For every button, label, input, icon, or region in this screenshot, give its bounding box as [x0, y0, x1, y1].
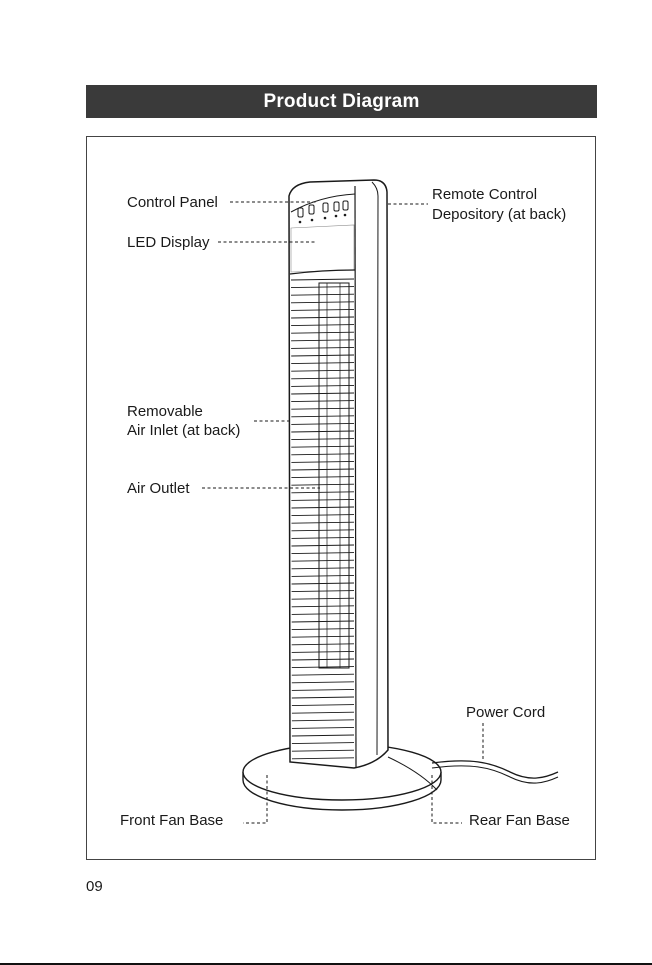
removable-label-line2: Air Inlet (at back) — [127, 421, 240, 440]
remote-control-label-line1: Remote Control — [432, 185, 537, 204]
led-display-label: LED Display — [127, 233, 210, 252]
tower-body — [289, 180, 388, 768]
power-cord — [432, 761, 558, 778]
power-cord-label: Power Cord — [466, 703, 545, 722]
air-outlet-label: Air Outlet — [127, 479, 190, 498]
control-panel-label: Control Panel — [127, 193, 218, 212]
page-number: 09 — [86, 878, 103, 895]
remote-control-label-line2: Depository (at back) — [432, 205, 566, 224]
front-fan-base-label: Front Fan Base — [120, 811, 223, 830]
rear-fan-base-label: Rear Fan Base — [469, 811, 570, 830]
removable-label-line1: Removable — [127, 402, 203, 421]
